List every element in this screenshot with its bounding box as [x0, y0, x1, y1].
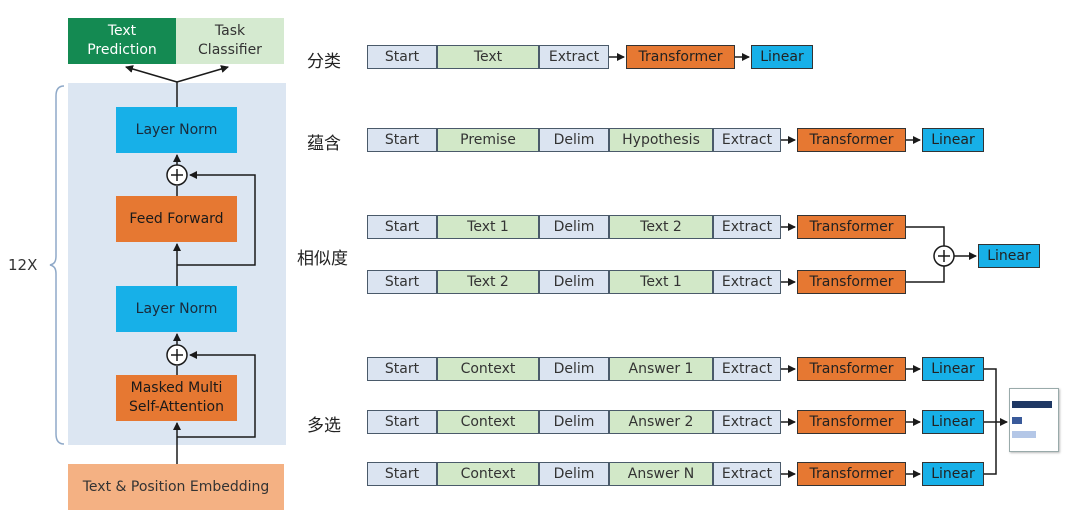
- token-delim: Delim: [539, 410, 609, 434]
- output-bar-1: [1012, 401, 1052, 408]
- token-delim: Delim: [539, 270, 609, 294]
- transformer-box: Transformer: [797, 357, 906, 381]
- token-context: Context: [437, 410, 539, 434]
- token-extract: Extract: [713, 462, 781, 486]
- token-context: Context: [437, 462, 539, 486]
- linear-box: Linear: [751, 45, 813, 69]
- task-label-classification: 分类: [307, 52, 341, 72]
- token-start: Start: [367, 45, 437, 69]
- token-extract: Extract: [539, 45, 609, 69]
- token-delim: Delim: [539, 357, 609, 381]
- token-delim: Delim: [539, 462, 609, 486]
- token-start: Start: [367, 270, 437, 294]
- transformer-box: Transformer: [797, 270, 906, 294]
- linear-box: Linear: [922, 410, 984, 434]
- task-label-similarity: 相似度: [297, 249, 348, 269]
- token-extract: Extract: [713, 215, 781, 239]
- task-label-multiple-choice: 多选: [307, 416, 341, 436]
- transformer-box: Transformer: [797, 410, 906, 434]
- token-text-2: Text 2: [437, 270, 539, 294]
- text-prediction-head: Text Prediction: [68, 18, 176, 64]
- token-answer-2: Answer 2: [609, 410, 713, 434]
- transformer-box: Transformer: [797, 462, 906, 486]
- token-text: Text: [437, 45, 539, 69]
- token-extract: Extract: [713, 270, 781, 294]
- token-text-2: Text 2: [609, 215, 713, 239]
- token-extract: Extract: [713, 357, 781, 381]
- masked-self-attention: Masked Multi Self-Attention: [116, 375, 237, 421]
- feed-forward: Feed Forward: [116, 196, 237, 242]
- token-answer-1: Answer 1: [609, 357, 713, 381]
- linear-box: Linear: [978, 244, 1040, 268]
- output-bar-2: [1012, 417, 1022, 424]
- token-context: Context: [437, 357, 539, 381]
- layer-norm-bottom: Layer Norm: [116, 286, 237, 332]
- task-label-entailment: 蕴含: [307, 134, 341, 154]
- token-delim: Delim: [539, 128, 609, 152]
- token-start: Start: [367, 462, 437, 486]
- linear-box: Linear: [922, 128, 984, 152]
- token-premise: Premise: [437, 128, 539, 152]
- transformer-box: Transformer: [626, 45, 735, 69]
- linear-box: Linear: [922, 357, 984, 381]
- token-start: Start: [367, 410, 437, 434]
- output-bar-3: [1012, 431, 1036, 438]
- token-text-1: Text 1: [609, 270, 713, 294]
- token-start: Start: [367, 215, 437, 239]
- token-extract: Extract: [713, 128, 781, 152]
- task-classifier-head: Task Classifier: [176, 18, 284, 64]
- layer-norm-top: Layer Norm: [116, 107, 237, 153]
- token-answer-n: Answer N: [609, 462, 713, 486]
- transformer-box: Transformer: [797, 215, 906, 239]
- token-delim: Delim: [539, 215, 609, 239]
- transformer-box: Transformer: [797, 128, 906, 152]
- token-start: Start: [367, 357, 437, 381]
- token-hypothesis: Hypothesis: [609, 128, 713, 152]
- token-start: Start: [367, 128, 437, 152]
- output-distribution-panel: [1009, 388, 1059, 452]
- token-text-1: Text 1: [437, 215, 539, 239]
- linear-box: Linear: [922, 462, 984, 486]
- text-position-embedding: Text & Position Embedding: [68, 464, 284, 510]
- repeat-label: 12X: [8, 256, 38, 274]
- token-extract: Extract: [713, 410, 781, 434]
